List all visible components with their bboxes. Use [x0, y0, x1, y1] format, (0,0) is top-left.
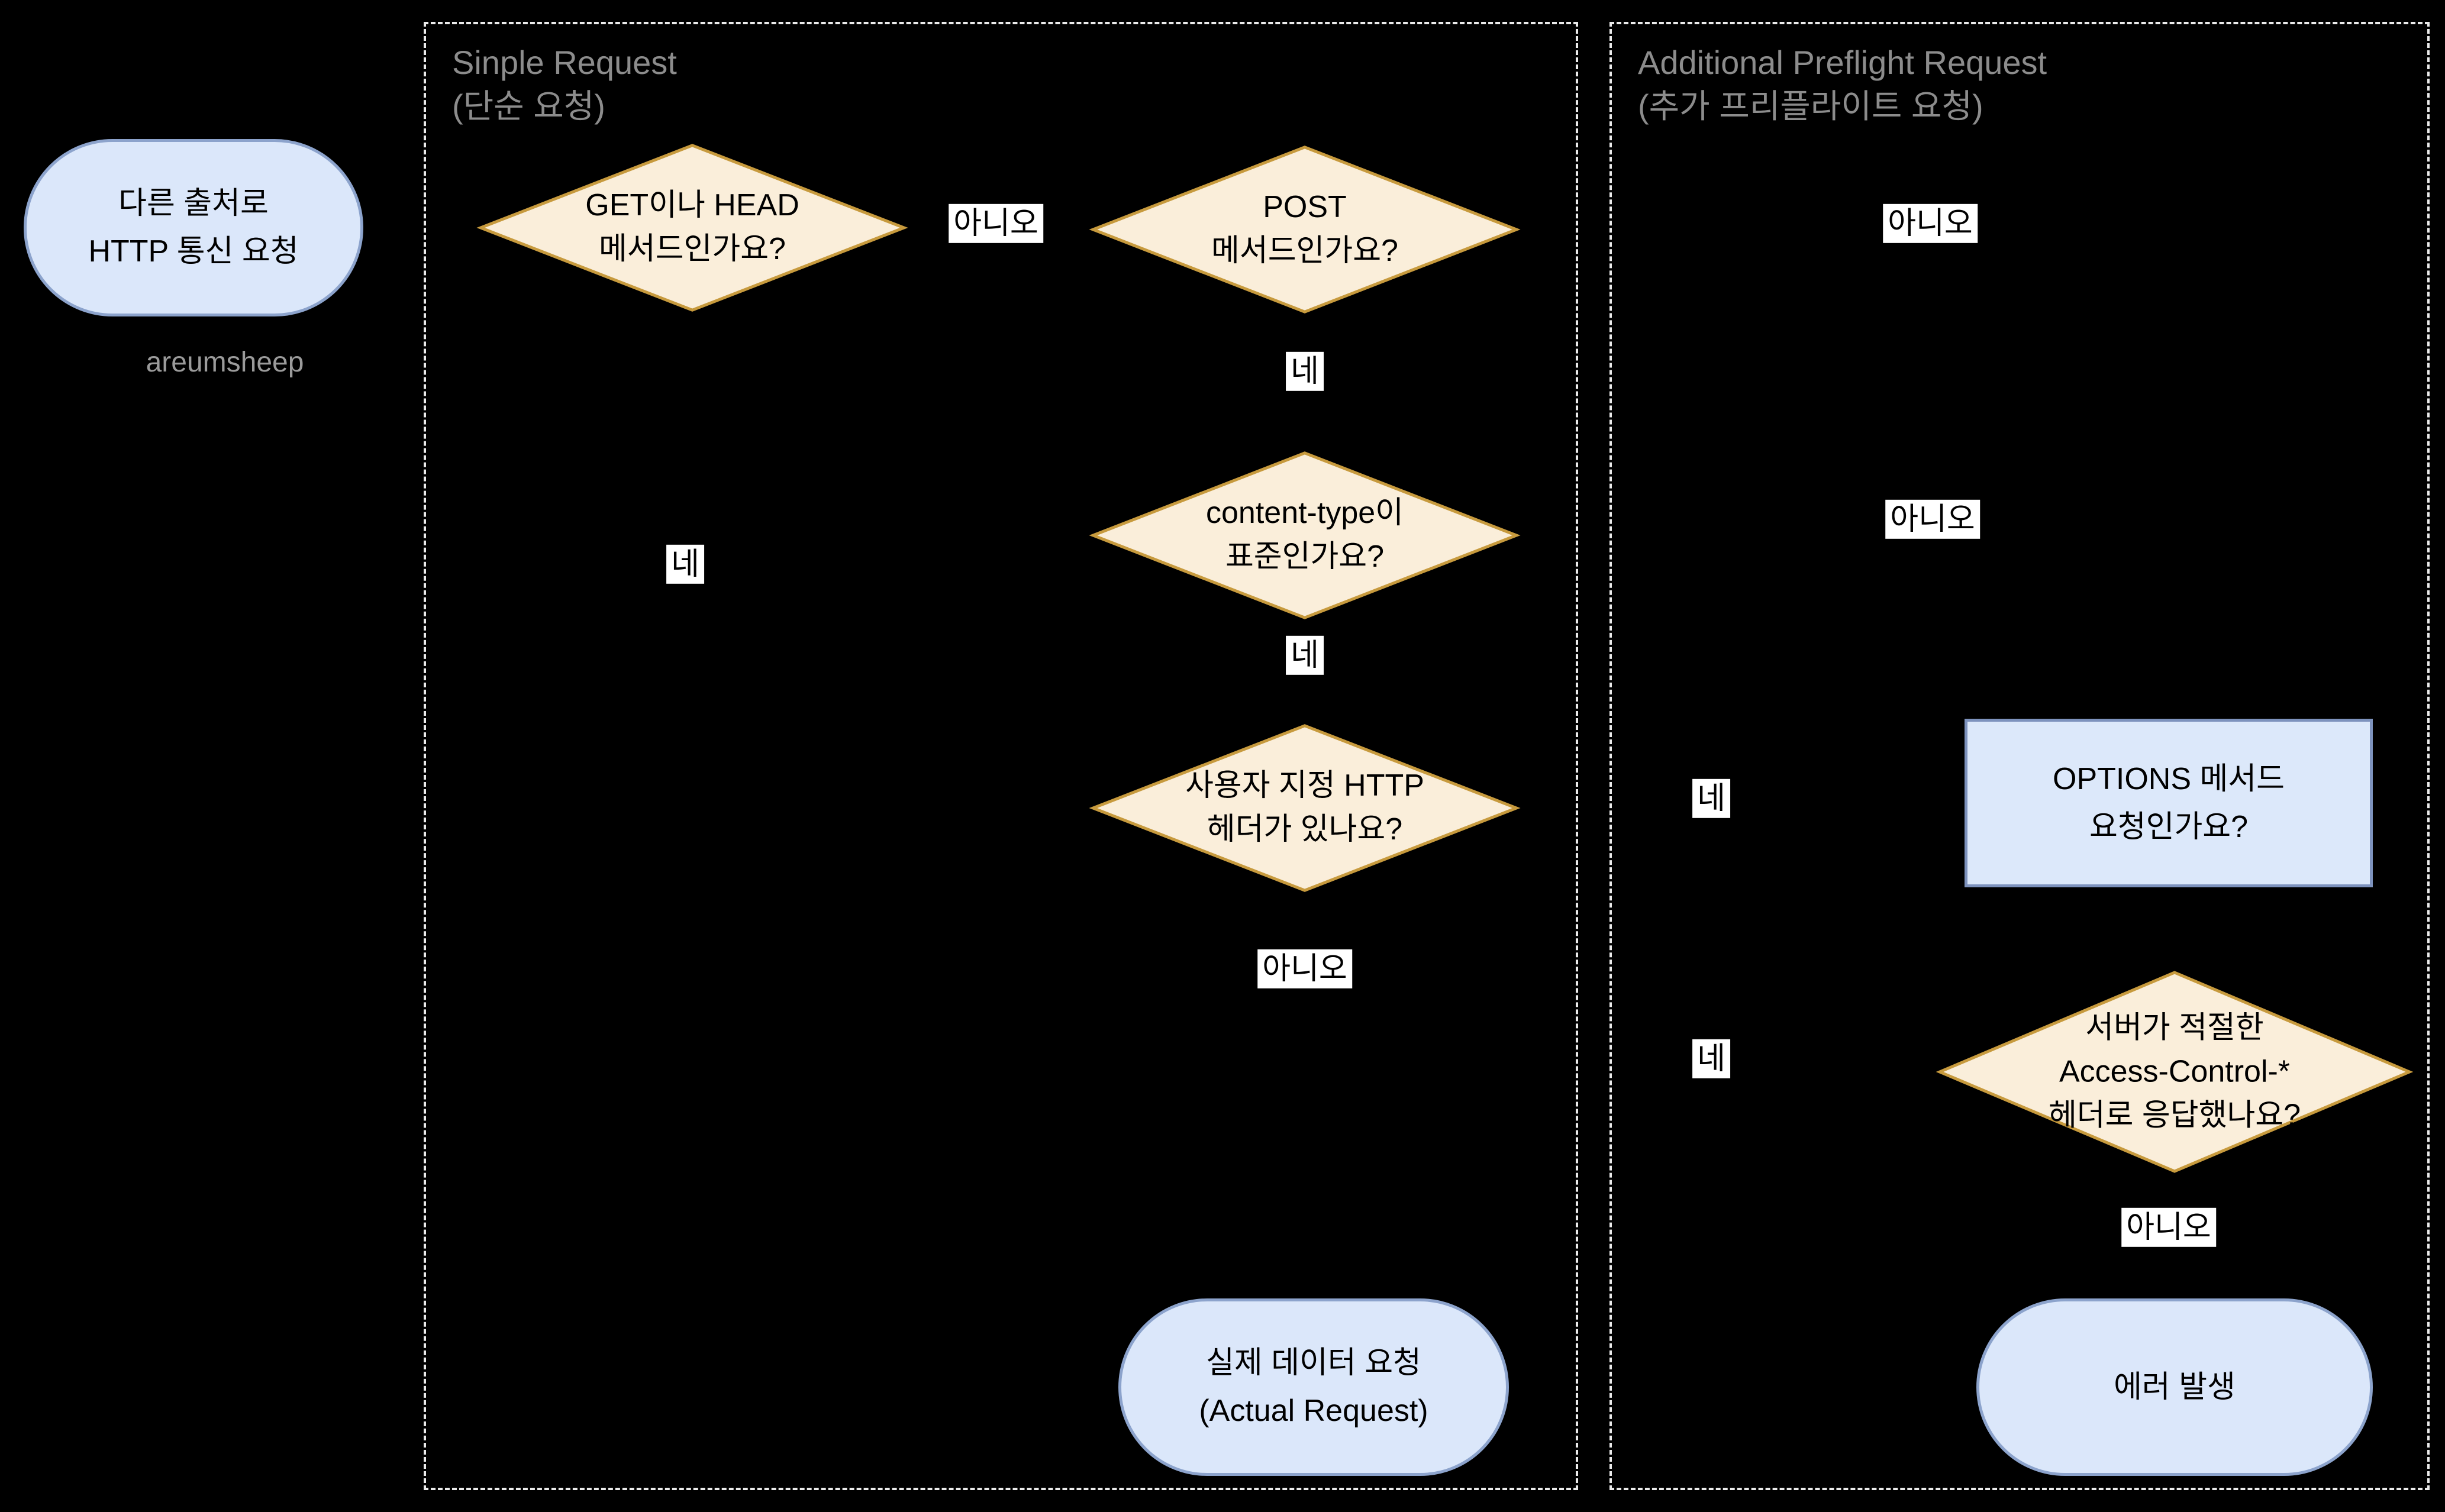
label-no-preflight-top: 아니오: [1883, 203, 1978, 244]
label-no-custom-header: 아니오: [1257, 949, 1352, 989]
start-node-label: 다른 출처로 HTTP 통신 요청: [88, 186, 299, 269]
decision-access-control-label: 서버가 적절한 Access-Control-* 헤더로 응답했나요?: [2048, 1010, 2301, 1132]
decision-access-control: 서버가 적절한 Access-Control-* 헤더로 응답했나요?: [1935, 968, 2414, 1175]
terminal-error: 에러 발생: [1976, 1298, 2373, 1476]
decision-post: POST 메서드인가요?: [1089, 144, 1521, 315]
group-simple-request-title: Sinple Request (단순 요청): [452, 44, 677, 125]
decision-get-head-label: GET이나 HEAD 메서드인가요?: [585, 188, 799, 266]
diamond-shape: [1935, 968, 2414, 1175]
diamond-shape: [1089, 144, 1521, 315]
decision-content-type-label: content-type이 표준인가요?: [1205, 496, 1404, 574]
decision-get-head: GET이나 HEAD 메서드인가요?: [476, 142, 908, 314]
label-yes-get-head: 네: [666, 544, 704, 584]
watermark: areumsheep: [146, 347, 304, 378]
start-node: 다른 출처로 HTTP 통신 요청: [24, 139, 363, 316]
decision-content-type: content-type이 표준인가요?: [1089, 450, 1521, 621]
decision-custom-header-label: 사용자 지정 HTTP 헤더가 있나요?: [1185, 768, 1424, 847]
diamond-shape: [476, 142, 908, 314]
label-yes-post: 네: [1286, 351, 1324, 392]
terminal-error-label: 에러 발생: [2114, 1369, 2236, 1404]
decision-post-label: POST 메서드인가요?: [1211, 190, 1398, 268]
diamond-shape: [1089, 722, 1521, 894]
terminal-actual-request-label: 실제 데이터 요청 (Actual Request): [1199, 1346, 1428, 1428]
terminal-actual-request: 실제 데이터 요청 (Actual Request): [1118, 1298, 1509, 1476]
process-options-method: OPTIONS 메서드 요청인가요?: [1965, 719, 2373, 887]
label-no-access-control: 아니오: [2121, 1207, 2216, 1248]
label-no-preflight-mid: 아니오: [1885, 499, 1980, 539]
process-options-method-label: OPTIONS 메서드 요청인가요?: [2053, 761, 2285, 844]
group-simple-request: Sinple Request (단순 요청): [424, 22, 1578, 1490]
group-preflight-request-title: Additional Preflight Request (추가 프리플라이트 …: [1638, 44, 2047, 125]
label-no-get-head: 아니오: [949, 203, 1043, 244]
decision-custom-header: 사용자 지정 HTTP 헤더가 있나요?: [1089, 722, 1521, 894]
label-yes-content-type: 네: [1286, 635, 1324, 676]
diamond-shape: [1089, 450, 1521, 621]
group-preflight-request: Additional Preflight Request (추가 프리플라이트 …: [1609, 22, 2430, 1490]
label-yes-options: 네: [1692, 778, 1730, 819]
label-yes-access-control: 네: [1692, 1039, 1730, 1079]
